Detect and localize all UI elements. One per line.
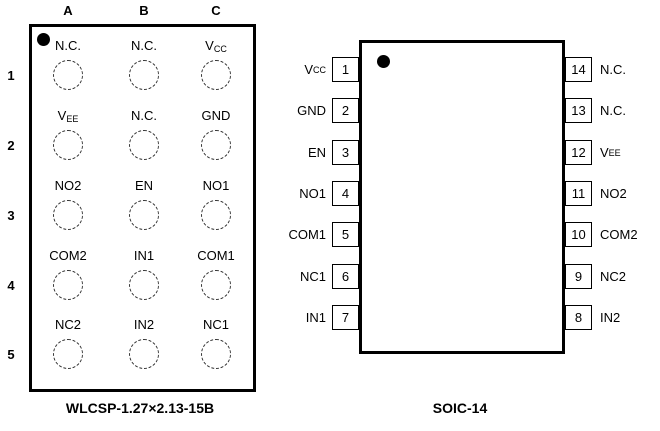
column-label-c: C <box>211 3 221 18</box>
ball-label: N.C. <box>131 38 157 53</box>
solder-ball-b1 <box>129 60 159 90</box>
pin1-indicator-dot <box>377 55 390 68</box>
pin-name: NC2 <box>600 269 627 284</box>
ball-label: NC2 <box>54 317 81 332</box>
pin-name: IN2 <box>600 310 621 325</box>
pin-7: 7 <box>332 305 359 330</box>
pin-8: 8 <box>565 305 592 330</box>
pin-10: 10 <box>565 222 592 247</box>
subscript: EE <box>66 114 79 124</box>
solder-ball-a4 <box>53 270 83 300</box>
pin-name: EN <box>307 145 326 160</box>
pin-5: 5 <box>332 222 359 247</box>
wlcsp-title: WLCSP-1.27×2.13-15B <box>65 400 215 416</box>
solder-ball-b3 <box>129 200 159 230</box>
solder-ball-a3 <box>53 200 83 230</box>
pin-1: 1 <box>332 57 359 82</box>
pin-11: 11 <box>565 181 592 206</box>
soic-outline <box>359 40 565 354</box>
pin-name: COM1 <box>288 227 326 242</box>
pin-13: 13 <box>565 98 592 123</box>
solder-ball-c5 <box>201 339 231 369</box>
ball-label: VEE <box>57 108 79 124</box>
solder-ball-c1 <box>201 60 231 90</box>
ball-label: NO2 <box>54 178 82 193</box>
solder-ball-a1 <box>53 60 83 90</box>
pin-2: 2 <box>332 98 359 123</box>
pin-6: 6 <box>332 264 359 289</box>
pin-9: 9 <box>565 264 592 289</box>
pin-name: NO1 <box>299 186 326 201</box>
solder-ball-c2 <box>201 130 231 160</box>
subscript: CC <box>313 64 326 75</box>
ball-label: IN1 <box>133 248 155 263</box>
ball-label: GND <box>201 108 231 123</box>
ball-label: N.C. <box>55 38 81 53</box>
row-label-4: 4 <box>7 278 15 293</box>
row-label-1: 1 <box>7 68 15 83</box>
pin-12: 12 <box>565 140 592 165</box>
ball-label: IN2 <box>133 317 155 332</box>
column-label-b: B <box>139 3 149 18</box>
column-label-a: A <box>63 3 73 18</box>
solder-ball-b5 <box>129 339 159 369</box>
soic-title: SOIC-14 <box>432 400 488 416</box>
pin-14: 14 <box>565 57 592 82</box>
ball-label: NO1 <box>202 178 230 193</box>
subscript: CC <box>213 44 227 54</box>
pin-name: NC1 <box>299 269 326 284</box>
solder-ball-b4 <box>129 270 159 300</box>
row-label-5: 5 <box>7 347 15 362</box>
pin-4: 4 <box>332 181 359 206</box>
pin1-indicator-dot <box>37 33 50 46</box>
pin-name: N.C. <box>600 103 626 118</box>
ball-label: EN <box>134 178 154 193</box>
solder-ball-c4 <box>201 270 231 300</box>
ball-label: VCC <box>205 38 227 54</box>
pin-name: NO2 <box>600 186 627 201</box>
subscript: EE <box>608 147 621 158</box>
pin-3: 3 <box>332 140 359 165</box>
row-label-2: 2 <box>7 138 15 153</box>
wlcsp-outline <box>29 24 256 392</box>
row-label-3: 3 <box>7 208 15 223</box>
ball-label: COM2 <box>49 248 87 263</box>
pin-name: COM2 <box>600 227 638 242</box>
solder-ball-a5 <box>53 339 83 369</box>
ball-label: NC1 <box>202 317 229 332</box>
ball-label: COM1 <box>197 248 235 263</box>
ball-label: N.C. <box>131 108 157 123</box>
pin-name: GND <box>297 103 326 118</box>
pin-name: IN1 <box>305 310 326 325</box>
solder-ball-b2 <box>129 130 159 160</box>
solder-ball-c3 <box>201 200 231 230</box>
pin-name: N.C. <box>600 62 626 77</box>
solder-ball-a2 <box>53 130 83 160</box>
